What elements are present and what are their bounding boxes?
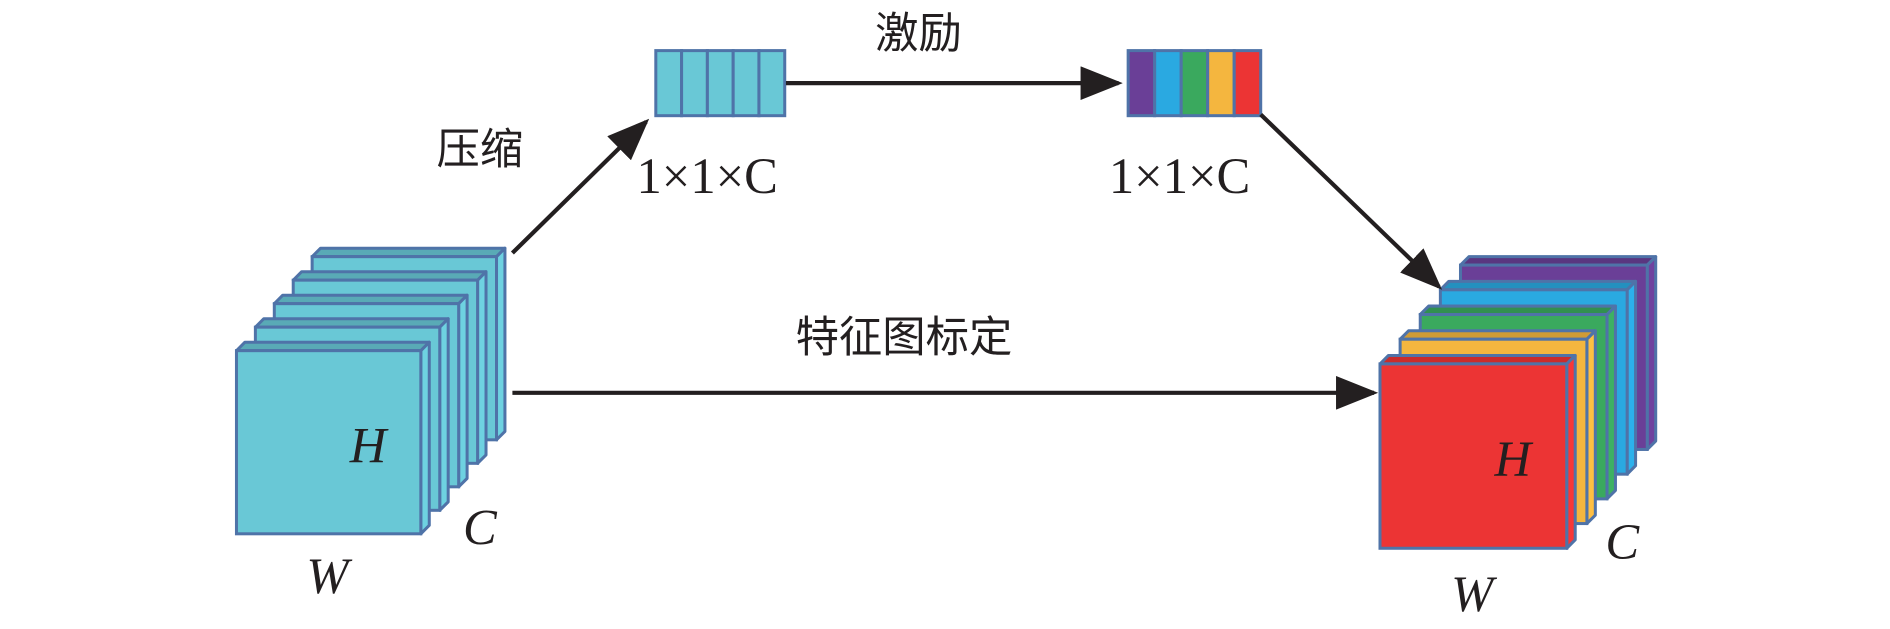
- vector-cell: [1232, 49, 1263, 118]
- squeeze-arrow: [510, 118, 650, 255]
- squeeze-dims-label: 1×1×C: [637, 148, 778, 204]
- channel-layer: [1378, 353, 1577, 550]
- input-channel-label: C: [463, 500, 498, 556]
- vector-cell: [731, 49, 761, 118]
- excitation-label: 激励: [875, 9, 962, 59]
- vector-cell: [1179, 49, 1210, 118]
- output-feature-map: [1378, 255, 1658, 550]
- output-height-label: H: [1493, 431, 1533, 487]
- excitation-dims-label: 1×1×C: [1109, 148, 1250, 204]
- scale-label: 特征图标定: [796, 313, 1013, 363]
- vector-cell: [757, 49, 787, 118]
- input-feature-map: [234, 246, 507, 536]
- output-channel-label: C: [1605, 514, 1640, 570]
- channel-layer: [234, 340, 431, 536]
- vector-cell: [1206, 49, 1236, 118]
- output-width-label: W: [1451, 566, 1497, 622]
- input-height-label: H: [349, 418, 389, 474]
- squeeze-label: 压缩: [436, 125, 523, 175]
- scale-input-arrow: [1259, 112, 1443, 290]
- vector-cell: [1153, 49, 1183, 118]
- squeeze-vector: [654, 49, 787, 118]
- vector-cell: [1126, 49, 1157, 118]
- vector-cell: [705, 49, 735, 118]
- vector-cell: [680, 49, 709, 118]
- input-width-label: W: [306, 548, 352, 604]
- excitation-vector: [1126, 49, 1263, 118]
- vector-cell: [654, 49, 684, 118]
